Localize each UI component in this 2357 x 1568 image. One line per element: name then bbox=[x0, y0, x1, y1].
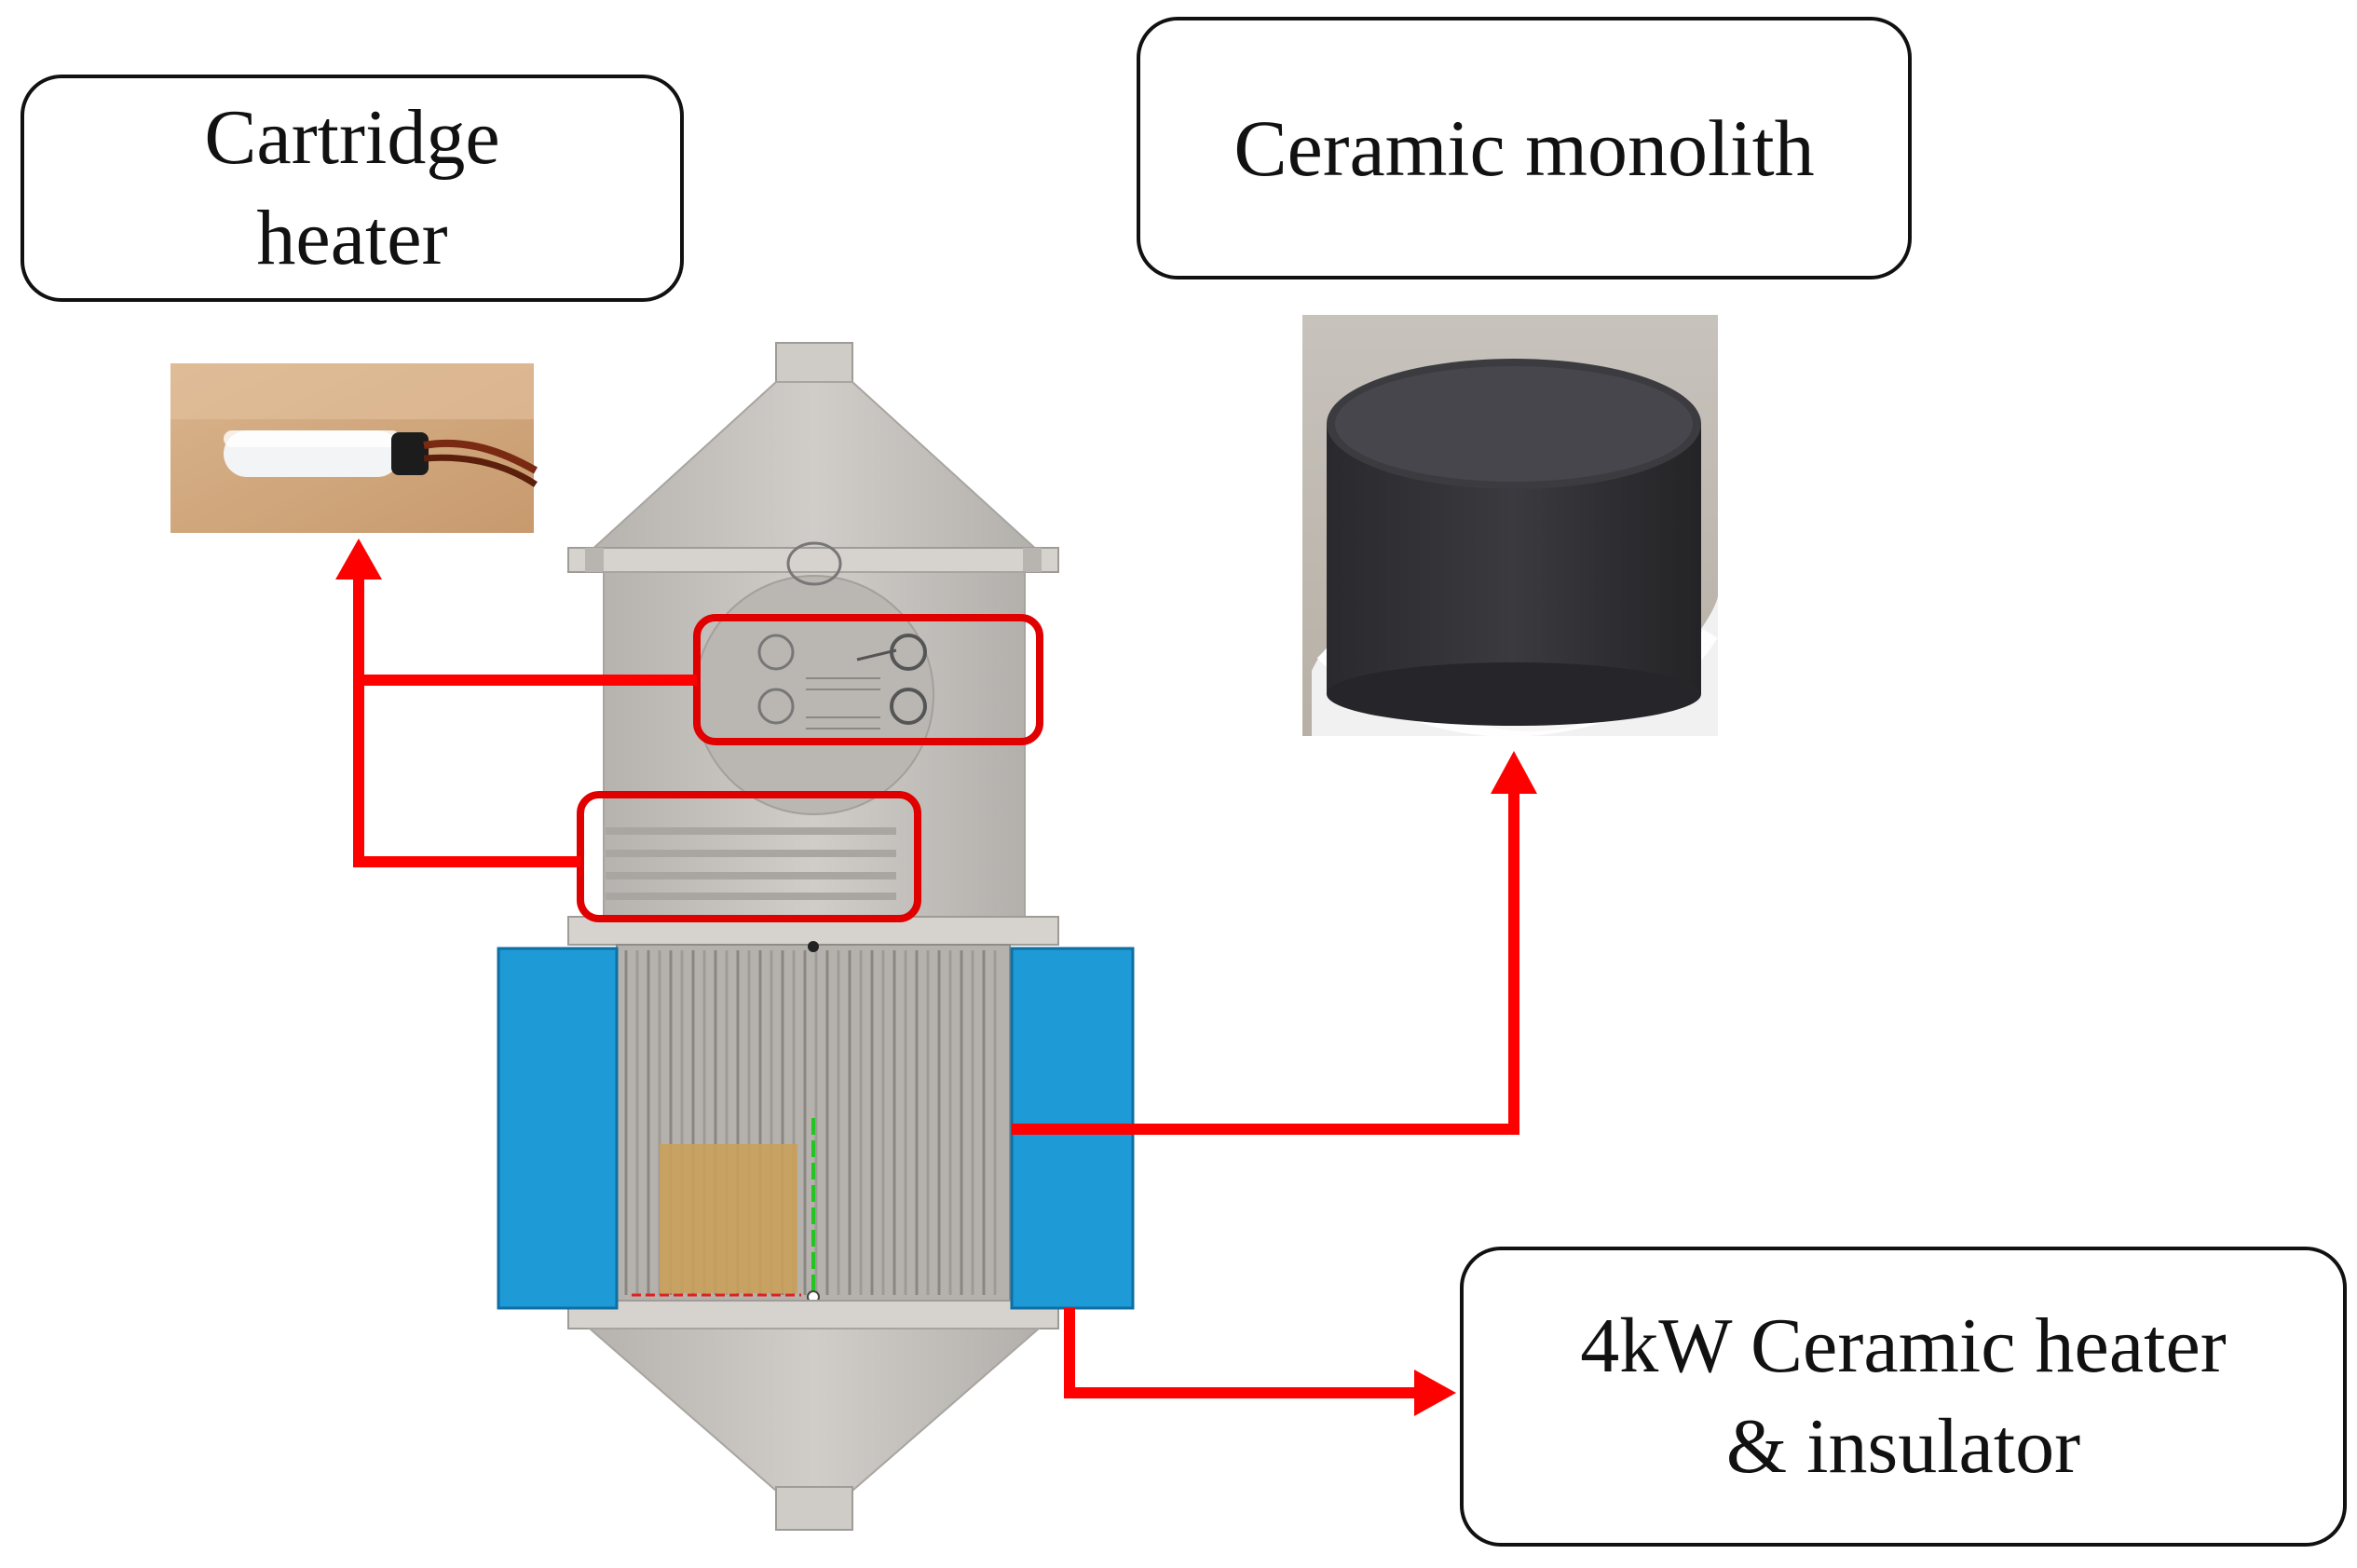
ceramic-monolith-label: Ceramic monolith bbox=[1233, 103, 1815, 193]
arrow-ceramic-heater bbox=[1064, 1308, 1456, 1416]
ceramic-monolith-label-box: Ceramic monolith bbox=[1137, 17, 1912, 280]
cartridge-heater-label-line1: Cartridge bbox=[204, 94, 500, 181]
ceramic-heater-label-box: 4kW Ceramic heater & insulator bbox=[1460, 1247, 2347, 1547]
insulator-left bbox=[497, 947, 619, 1310]
ceramic-heater-label-line1: 4kW Ceramic heater bbox=[1580, 1302, 2227, 1389]
cartridge-heater-photo bbox=[170, 363, 538, 533]
cartridge-heater-label-box: Cartridge heater bbox=[20, 75, 684, 302]
arrow-monolith bbox=[1012, 751, 1537, 1135]
reactor-cross-section bbox=[497, 342, 1135, 1531]
arrow-cartridge bbox=[335, 539, 697, 867]
ceramic-heater-label-line2: & insulator bbox=[1725, 1403, 2081, 1490]
cartridge-heater-label-line2: heater bbox=[256, 195, 448, 281]
ceramic-monolith-photo bbox=[1302, 315, 1718, 738]
